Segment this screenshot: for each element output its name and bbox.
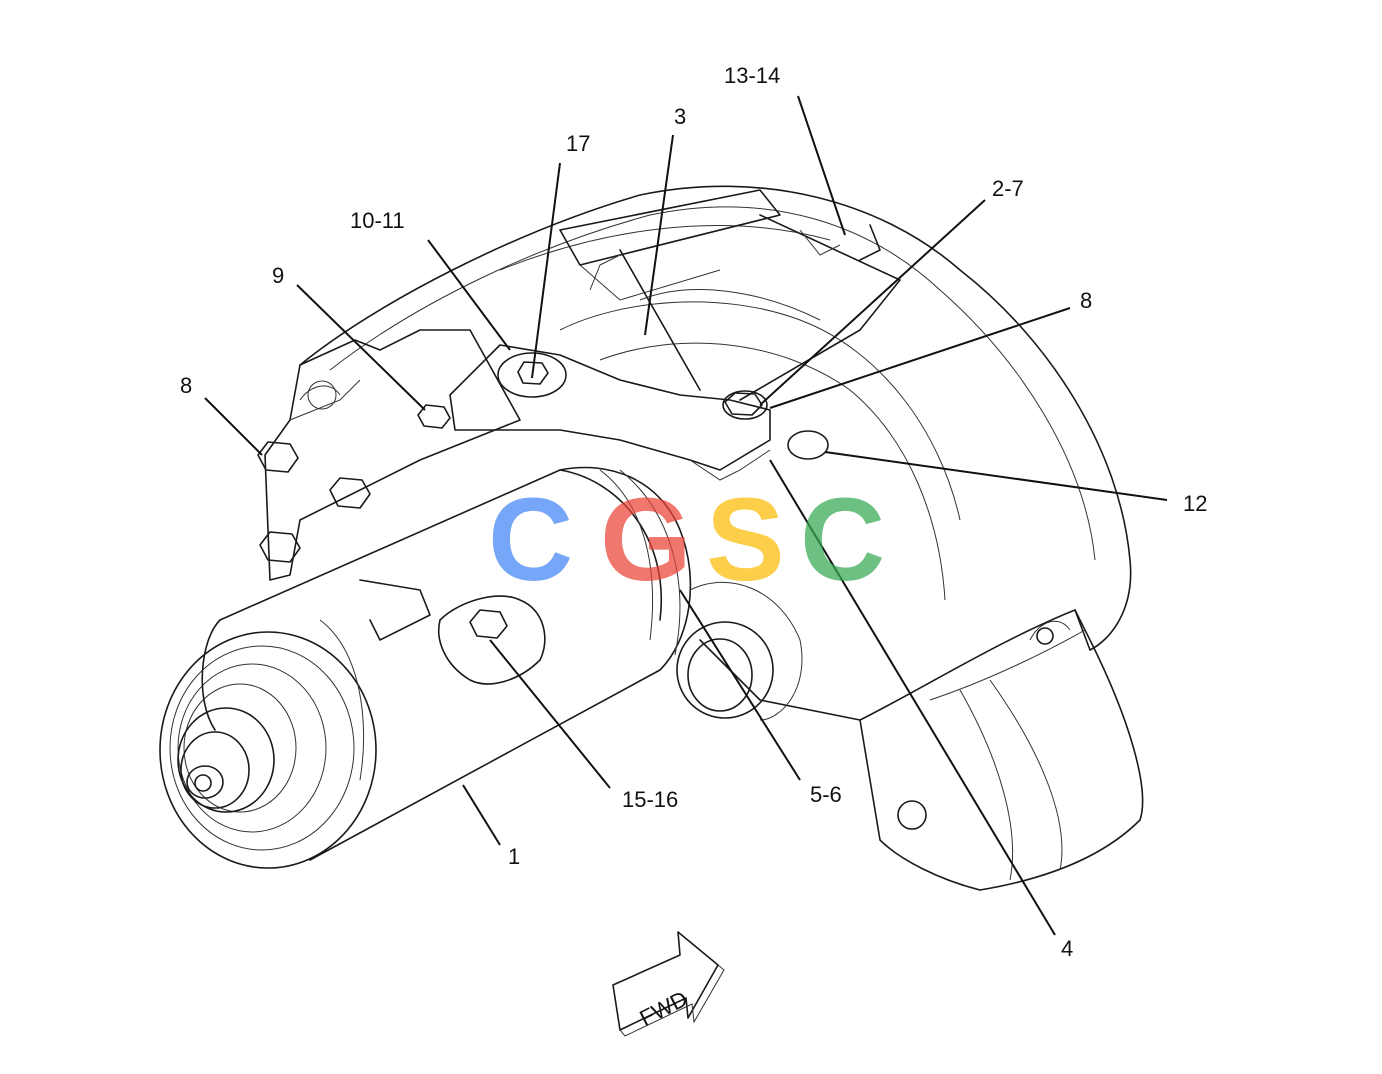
callout-labels: 1 2-7 3 4 5-6 8 8 9 10-11 12 13-14 15-16… <box>180 63 1207 961</box>
watermark-letter-s: S <box>706 474 785 606</box>
callout-9: 9 <box>272 263 284 288</box>
gearbox-housing <box>299 185 1144 891</box>
callout-8-right: 8 <box>1080 288 1092 313</box>
callout-5-6: 5-6 <box>810 782 842 807</box>
mounting-flange <box>264 329 521 581</box>
callout-13-14: 13-14 <box>724 63 780 88</box>
watermark-letter-c2: C <box>800 474 885 606</box>
pinion-housing <box>676 581 803 721</box>
callout-2-7: 2-7 <box>992 176 1024 201</box>
callout-8-left: 8 <box>180 373 192 398</box>
watermark-letter-c1: C <box>488 474 573 606</box>
callout-3: 3 <box>674 104 686 129</box>
watermark-letter-g: G <box>600 474 692 606</box>
hex-bolts <box>257 392 763 639</box>
callout-17: 17 <box>566 131 590 156</box>
motor-body <box>159 466 692 869</box>
callout-4: 4 <box>1061 936 1073 961</box>
leader-lines <box>204 95 1168 936</box>
callout-12: 12 <box>1183 491 1207 516</box>
watermark-logo: C G S C <box>488 474 885 606</box>
callout-1: 1 <box>508 844 520 869</box>
fwd-label: FWD <box>636 986 692 1031</box>
forward-arrow: FWD <box>612 931 725 1037</box>
callout-10-11: 10-11 <box>350 208 405 233</box>
linkage-assembly <box>449 189 901 481</box>
callout-15-16: 15-16 <box>622 787 678 812</box>
